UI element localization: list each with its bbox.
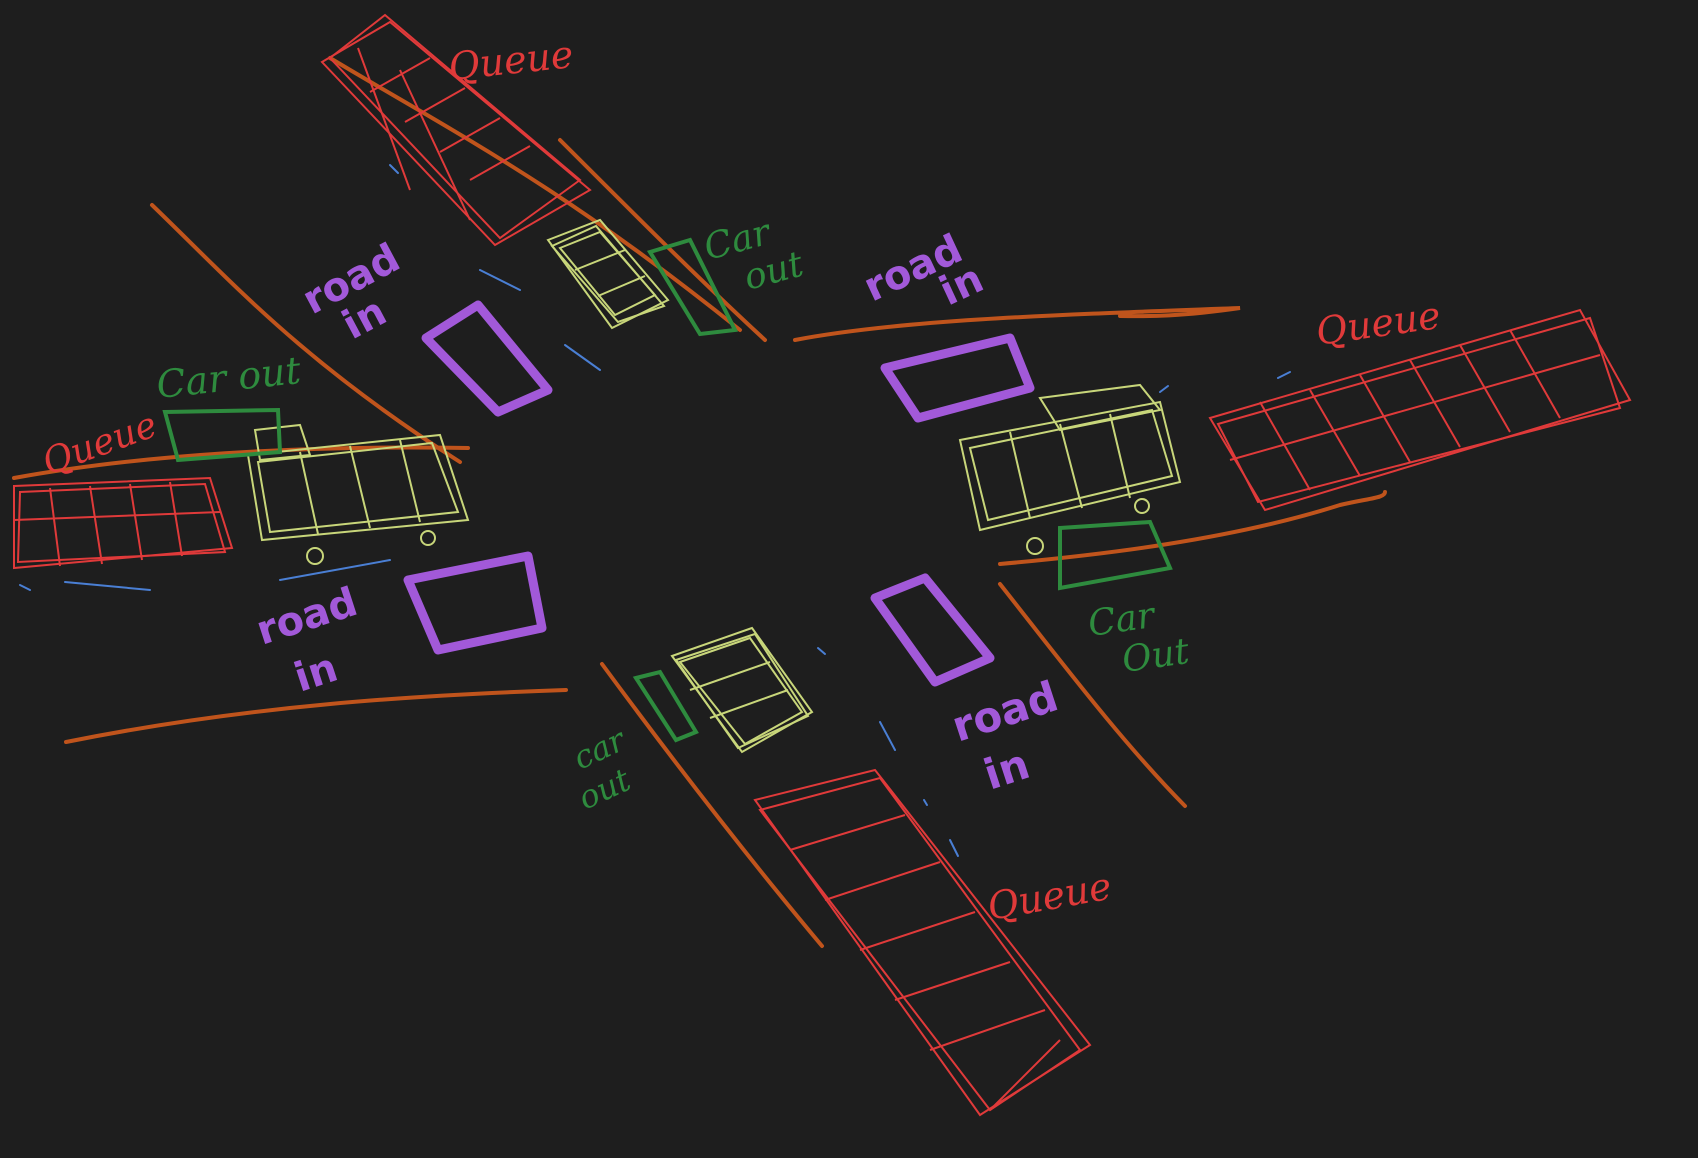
lane-marks	[20, 165, 1290, 856]
road-edge-left-bottom	[66, 690, 566, 742]
queue-label-right: Queue	[1313, 293, 1443, 354]
road-in-label-br-1: road	[946, 672, 1064, 752]
road-in-box-bl	[408, 556, 542, 650]
road-in-label-br-2: in	[978, 739, 1035, 799]
queue-bottom	[755, 770, 1090, 1115]
road-in-box-tl	[426, 305, 548, 412]
car-out-label-right-2: Out	[1120, 631, 1193, 681]
road-edge-top-inner	[330, 58, 740, 330]
queue-right	[1210, 310, 1630, 510]
queue-left	[14, 478, 232, 568]
road-edges	[14, 58, 1385, 946]
queue-label-top: Queue	[446, 32, 575, 89]
road-edge-right-top	[795, 308, 1240, 340]
car-out-box-bottom	[636, 672, 696, 740]
road-in-label-bl-2: in	[289, 645, 343, 702]
car-out-label-left: Car out	[154, 348, 303, 407]
road-in-box-br	[875, 578, 990, 682]
road-in-box-tr	[885, 338, 1030, 418]
road-edge-bottom-left	[602, 664, 822, 946]
road-edge-top-left	[152, 205, 460, 462]
road-in-label-bl-1: road	[251, 579, 363, 655]
queue-label-bottom: Queue	[984, 864, 1115, 929]
queue-label-left: Queue	[37, 404, 162, 483]
road-in-boxes	[408, 305, 1030, 682]
car-top	[548, 220, 668, 328]
